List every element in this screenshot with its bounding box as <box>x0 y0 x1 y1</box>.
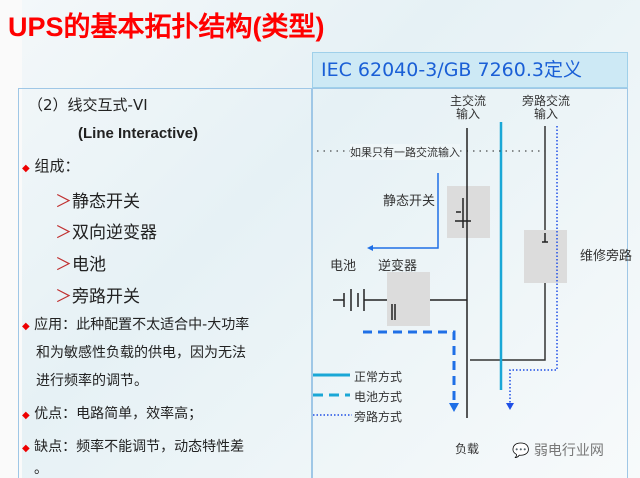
cons-end: 。 <box>34 461 48 477</box>
single-input-note: 如果只有一路交流输入 <box>350 144 460 160</box>
bullet-icon: ◆ <box>22 321 30 332</box>
battery-label: 电池 <box>330 259 357 274</box>
component-item: 双向逆变器 <box>72 223 157 243</box>
description-panel <box>18 88 312 478</box>
bypass-arrow-icon <box>506 403 514 410</box>
composition-label: 组成： <box>34 157 80 175</box>
load-label: 负载 <box>455 442 480 456</box>
component-item: 静态开关 <box>72 192 140 212</box>
heading: （2）线交互式-VI <box>28 96 148 114</box>
watermark: 💬 弱电行业网 <box>512 443 604 459</box>
wechat-icon: 💬 <box>512 443 530 459</box>
application-line: 进行频率的调节。 <box>36 373 148 389</box>
legend-battery: 电池方式 <box>354 390 403 404</box>
bullet-icon: ◆ <box>22 163 30 174</box>
application-line: 和为敏感性负载的供电，因为无法 <box>36 345 246 361</box>
bypass-mode-path <box>509 126 558 404</box>
bullet-icon: ◆ <box>22 443 30 454</box>
standard-label: IEC 62040-3/GB 7260.3定义 <box>312 52 628 88</box>
diagram-panel <box>312 88 628 478</box>
charge-arrow-icon <box>367 245 373 251</box>
arrow-icon: ＞ <box>55 287 72 307</box>
inverter-label: 逆变器 <box>378 259 418 274</box>
pros-text: 优点：电路简单，效率高； <box>34 406 203 422</box>
arrow-icon: ＞ <box>55 192 72 212</box>
component-item: 旁路开关 <box>72 287 140 307</box>
slide-title: UPS的基本拓扑结构(类型) <box>8 12 325 42</box>
bypass-ac-input-label: 旁路交流输入 <box>522 94 571 121</box>
battery-icon <box>333 289 467 311</box>
legend-normal: 正常方式 <box>354 370 403 384</box>
bullet-icon: ◆ <box>22 410 30 421</box>
battery-mode-path <box>363 330 456 405</box>
inverter-box <box>387 272 430 326</box>
maintenance-bypass-label: 维修旁路 <box>580 249 633 264</box>
arrow-icon: ＞ <box>55 223 72 243</box>
bypass-return-line <box>470 283 546 361</box>
static-switch-label: 静态开关 <box>383 194 436 209</box>
cons-text: 缺点：频率不能调节，动态特性差 <box>34 439 245 455</box>
static-switch-box <box>447 186 490 238</box>
charge-path <box>372 173 439 249</box>
left-strip <box>0 0 22 478</box>
application-line: 应用：此种配置不太适合中-大功率 <box>34 317 250 333</box>
arrow-icon: ＞ <box>55 255 72 275</box>
component-item: 电池 <box>72 255 106 275</box>
subheading: (Line Interactive) <box>78 125 199 142</box>
battery-arrow-icon <box>449 403 459 412</box>
legend-bypass: 旁路方式 <box>354 410 403 424</box>
main-ac-input-label: 主交流输入 <box>450 94 487 121</box>
